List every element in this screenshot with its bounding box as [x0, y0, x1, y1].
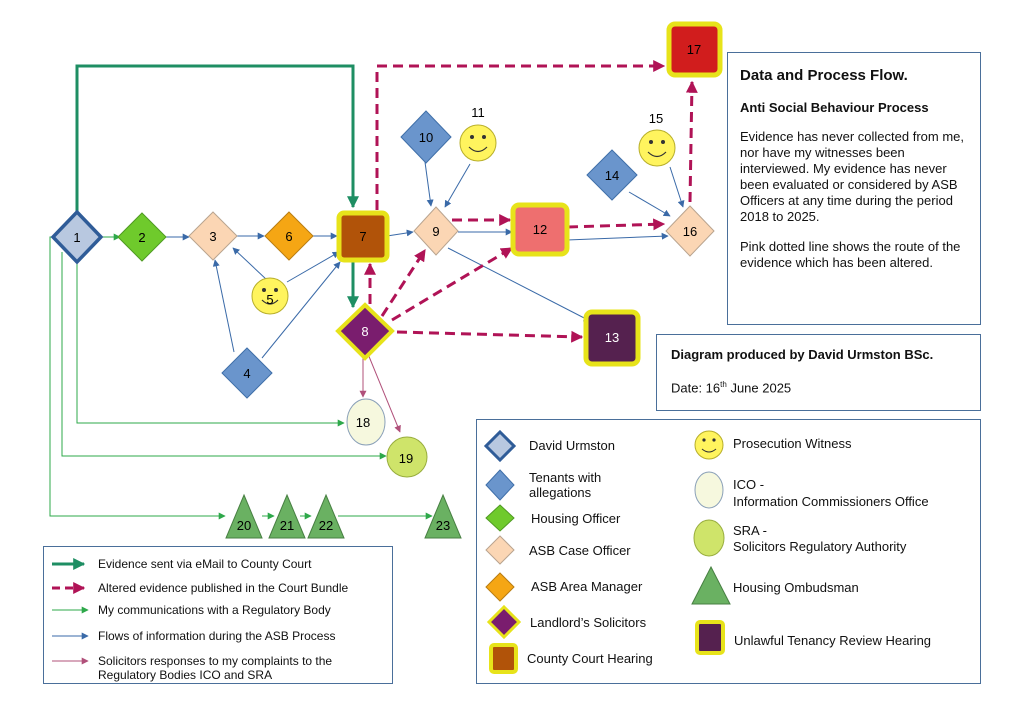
legend-witness-label: Prosecution Witness [733, 436, 852, 451]
altered-evidence-lines [364, 60, 698, 343]
node-8: 8 [335, 302, 395, 361]
node-22-ombudsman: 22 [307, 493, 345, 539]
node-2: 2 [117, 212, 167, 262]
credit-box: Diagram produced by David Urmston BSc. D… [656, 334, 981, 411]
svg-text:13: 13 [605, 330, 619, 345]
info-paragraph-1: Evidence has never collected from me, no… [740, 129, 964, 224]
svg-text:10: 10 [419, 130, 433, 145]
legend-solicitors-responses-label: Solicitors responses to my complaints to… [98, 654, 333, 682]
svg-text:4: 4 [243, 366, 250, 381]
credit-date: Date: 16th June 2025 [671, 380, 792, 396]
legend-witness-icon [694, 430, 724, 460]
legend-ombudsman-label: Housing Ombudsman [733, 580, 859, 595]
node-21-ombudsman: 21 [268, 493, 306, 539]
svg-text:6: 6 [285, 229, 292, 244]
node-23-ombudsman: 23 [424, 493, 462, 539]
legend-asb-case-officer-label: ASB Case Officer [529, 543, 631, 558]
node-7: 7 [336, 210, 390, 263]
legend-county-court-label: County Court Hearing [527, 651, 653, 666]
info-paragraph-2: Pink dotted line shows the route of the … [740, 239, 961, 270]
node-11-witness: 11 [459, 105, 497, 162]
credit-text: Diagram produced by David Urmston BSc. [671, 347, 934, 362]
info-title: Data and Process Flow. [740, 67, 908, 84]
legend-ombudsman-icon [691, 565, 731, 605]
legend-solicitors-icon [486, 604, 522, 640]
legend-sra-label: SRA - Solicitors Regulatory Authority [733, 523, 907, 554]
svg-text:23: 23 [436, 518, 450, 533]
legend-review-hearing-label: Unlawful Tenancy Review Hearing [734, 633, 932, 648]
svg-text:5: 5 [266, 292, 273, 307]
legend-symbols [483, 429, 731, 674]
node-9: 9 [413, 206, 459, 256]
legend-review-hearing-icon [695, 620, 725, 655]
legend-housing-officer-icon [485, 504, 515, 532]
svg-text:9: 9 [432, 224, 439, 239]
legend-ico-icon [694, 471, 724, 509]
svg-text:20: 20 [237, 518, 251, 533]
svg-text:21: 21 [280, 518, 294, 533]
info-subtitle: Anti Social Behaviour Process [740, 100, 929, 115]
node-19-sra: 19 [386, 436, 428, 478]
solicitor-response-lines [359, 353, 401, 433]
asb-flow-lines [164, 161, 685, 359]
svg-text:22: 22 [319, 518, 333, 533]
legend-altered-label: Altered evidence published in the Court … [98, 581, 349, 595]
svg-text:17: 17 [687, 42, 701, 57]
symbol-legend-box [476, 419, 981, 684]
svg-text:16: 16 [683, 224, 697, 239]
svg-text:15: 15 [649, 111, 663, 126]
email-evidence-lines [75, 64, 359, 309]
legend-ico-label: ICO - Information Commissioners Office [733, 477, 929, 509]
svg-text:7: 7 [359, 229, 366, 244]
legend-david-icon [483, 429, 517, 463]
legend-line-samples [52, 558, 89, 665]
legend-asb-area-manager-label: ASB Area Manager [531, 579, 643, 594]
node-12: 12 [510, 202, 570, 257]
node-20-ombudsman: 20 [225, 493, 263, 539]
legend-tenants-icon [485, 469, 515, 501]
legend-solicitors-label: Landlord’s Solicitors [530, 615, 647, 630]
node-1: 1 [50, 209, 104, 265]
legend-asb-area-manager-icon [485, 572, 515, 602]
legend-email-label: Evidence sent via eMail to County Court [98, 557, 312, 571]
node-15-witness: 15 [638, 111, 676, 167]
svg-text:8: 8 [361, 324, 368, 339]
node-16: 16 [665, 205, 715, 257]
svg-text:3: 3 [209, 229, 216, 244]
node-10: 10 [400, 110, 452, 164]
node-5-witness: 5 [251, 277, 289, 315]
legend-david-label: David Urmston [529, 438, 615, 453]
node-3: 3 [188, 211, 238, 261]
legend-regulatory-label: My communications with a Regulatory Body [98, 603, 331, 617]
svg-text:12: 12 [533, 222, 547, 237]
node-17: 17 [666, 21, 723, 78]
node-14: 14 [586, 149, 638, 201]
svg-text:11: 11 [471, 105, 485, 120]
legend-sra-icon [693, 519, 725, 557]
svg-text:19: 19 [399, 451, 413, 466]
legend-flows-label: Flows of information during the ASB Proc… [98, 629, 336, 643]
svg-text:2: 2 [138, 230, 145, 245]
node-13: 13 [583, 309, 641, 367]
legend-asb-case-officer-icon [485, 535, 515, 565]
node-18-ico: 18 [346, 398, 386, 446]
legend-county-court-icon [489, 643, 518, 674]
svg-text:18: 18 [356, 415, 370, 430]
line-legend-box [43, 546, 393, 684]
info-box: Data and Process Flow. Anti Social Behav… [727, 52, 981, 325]
svg-text:14: 14 [605, 168, 619, 183]
legend-tenants-label: Tenants with allegations [529, 470, 602, 500]
node-6: 6 [264, 211, 314, 261]
legend-housing-officer-label: Housing Officer [531, 511, 621, 526]
svg-text:1: 1 [73, 230, 80, 245]
node-4: 4 [221, 347, 273, 399]
